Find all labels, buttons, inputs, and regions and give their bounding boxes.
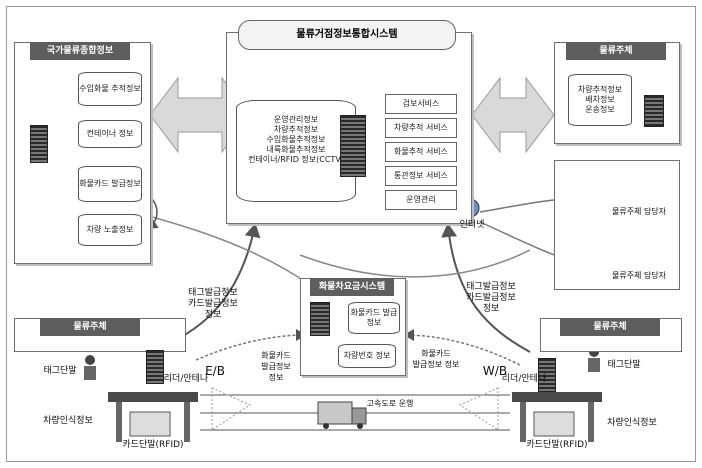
central-server-icon — [340, 115, 366, 177]
central-db-item-3: 수입화물추적정보 — [248, 135, 344, 145]
left-down-flow-label: 화물카드 발급정보 정보 — [248, 350, 304, 383]
highway-label: 고속도로 운행 — [350, 398, 430, 409]
center-panel-title: 화물차요금시스템 — [310, 278, 394, 296]
user2-label: 물류주체 담당자 — [604, 270, 674, 281]
left-db-1: 수입화물 추적정보 — [78, 72, 142, 106]
central-db-item-2: 차량추적정보 — [248, 125, 344, 135]
central-db-item-4: 내륙화물추적정보 — [248, 145, 344, 155]
right-card-label: 카드단말(RFID) — [512, 440, 602, 451]
left-card-label: 카드단말(RFID) — [108, 440, 198, 451]
right-gate-title: 물류주체 — [560, 318, 660, 336]
left-db-4: 차량 노출정보 — [78, 214, 142, 246]
service-4: 통관정보 서비스 — [385, 166, 457, 186]
left-db-2: 컨테이너 정보 — [78, 120, 142, 148]
right-reader-beam — [460, 388, 498, 430]
curve-left-center — [145, 215, 310, 285]
left-up-flow-label: 태그발급정보 카드발급정보 정보 — [178, 288, 248, 321]
right-db-item-3: 운송정보 — [578, 105, 622, 115]
right-panel-title: 물류주체 — [566, 42, 666, 60]
center-server-icon — [310, 302, 330, 336]
right-server-icon — [644, 95, 664, 127]
left-driver-icon — [84, 355, 96, 380]
right-exchange-arrow — [472, 78, 554, 152]
eb-label: E/B — [200, 366, 230, 377]
curve-center-right — [300, 250, 530, 277]
left-db-3: 화물카드 발급정보 — [78, 166, 142, 202]
left-vehicle-label: 차량인식정보 — [28, 416, 108, 427]
left-reader-beam — [212, 388, 250, 430]
service-3: 화물추적 서비스 — [385, 142, 457, 162]
left-tag-reader-label: 태그단말 — [40, 366, 80, 377]
central-db-item-5: 컨테이너/RFID 정보(CCTV) — [248, 155, 344, 165]
center-db-2: 차량번호 정보 — [338, 344, 396, 368]
right-up-flow-label: 태그발급정보 카드발급정보 정보 — [456, 282, 526, 315]
central-system-title: 물류거점정보통합시스템 — [238, 20, 456, 50]
right-down-flow-label: 화물카드 발급정보 정보 — [406, 348, 466, 370]
wb-label: W/B — [478, 366, 512, 377]
service-5: 운영관리 — [385, 190, 457, 210]
left-panel-title: 국가물류종합정보 — [30, 42, 130, 60]
user1-label: 물류주체 담당자 — [604, 206, 674, 217]
right-db-item-1: 차량추적정보 — [578, 85, 622, 95]
right-tag-reader-label: 태그단말 — [604, 360, 644, 371]
service-1: 검보서비스 — [385, 94, 457, 114]
right-db: 차량추적정보 배차정보 운송정보 — [568, 74, 632, 126]
right-tollgate-icon — [512, 392, 602, 442]
left-tollgate-icon — [108, 392, 198, 442]
right-db-item-2: 배차정보 — [578, 95, 622, 105]
central-db-item-1: 운영관리정보 — [248, 115, 344, 125]
central-db: 운영관리정보 차량추적정보 수입화물추적정보 내륙화물추적정보 컨테이너/RFI… — [236, 100, 356, 202]
service-2: 차량추적 서비스 — [385, 118, 457, 138]
right-vehicle-label: 차량인식정보 — [592, 418, 672, 429]
left-server-icon — [30, 125, 48, 163]
left-gate-title: 물류주체 — [40, 318, 140, 336]
internet-label: 인터넷 — [452, 220, 492, 231]
center-db-1: 화물카드 발급정보 — [348, 302, 400, 334]
